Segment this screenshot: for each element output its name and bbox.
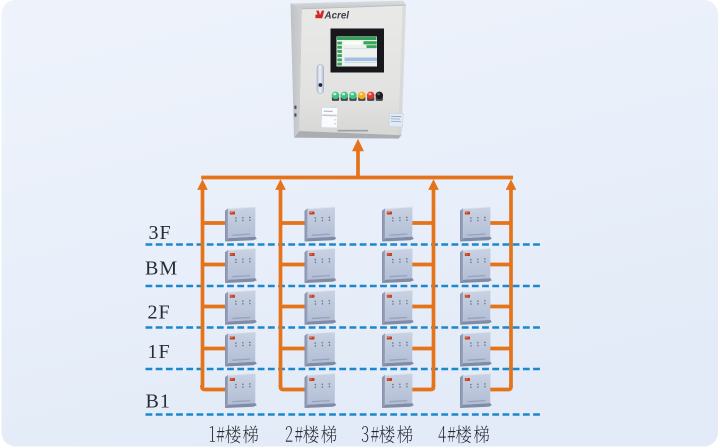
- svg-text:Acrel: Acrel: [324, 11, 350, 22]
- svg-text:BM: BM: [145, 258, 178, 280]
- svg-text:1F: 1F: [148, 341, 171, 363]
- svg-text:2F: 2F: [148, 302, 171, 324]
- svg-text:3F: 3F: [149, 222, 172, 244]
- svg-text:B1: B1: [146, 391, 171, 413]
